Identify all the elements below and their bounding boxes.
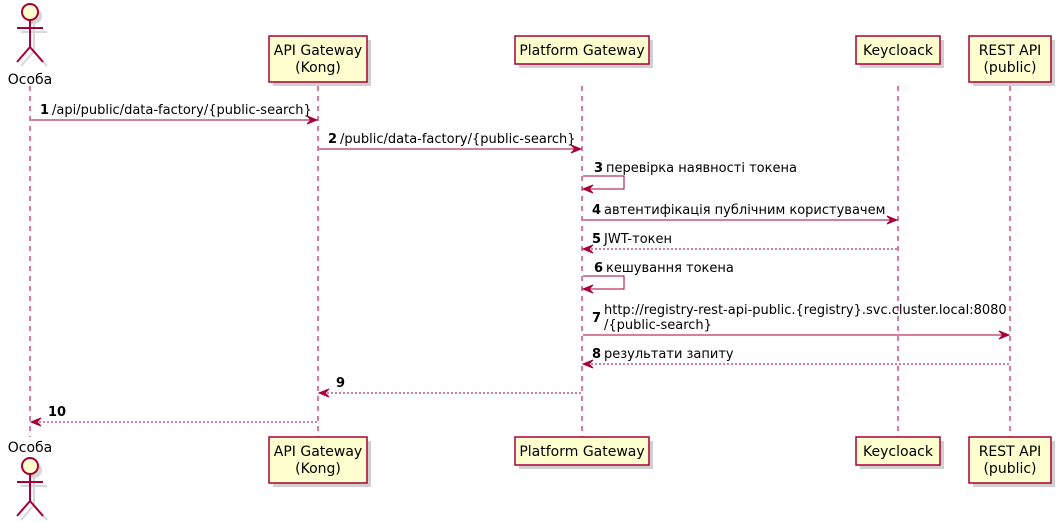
message-number: 5: [592, 232, 601, 247]
message-number: 9: [336, 376, 345, 391]
participant-box: [268, 436, 368, 484]
participant-label: REST API: [979, 43, 1042, 59]
participant-box: [968, 35, 1052, 83]
message-label: JWT-токен: [603, 232, 672, 247]
participant-platform-gateway-top: Platform Gateway: [514, 35, 653, 68]
actor-person-bottom: Особа: [8, 440, 53, 521]
message-2: 2/public/data-factory/{public-search}: [319, 132, 583, 154]
arrowhead: [581, 184, 594, 194]
actor-label: Особа: [8, 440, 53, 456]
arrowhead: [317, 388, 330, 398]
arrowhead: [306, 115, 319, 125]
actor-body: [16, 474, 44, 517]
actor-label: Особа: [8, 72, 53, 88]
participant-api-gateway-bottom: API Gateway(Kong): [268, 436, 371, 487]
message-label: кешування токена: [606, 261, 734, 276]
arrowhead: [581, 284, 594, 294]
message-number: 2: [328, 132, 337, 147]
participant-rest-api-top: REST API(public): [968, 35, 1055, 86]
participant-label: Platform Gateway: [519, 444, 644, 460]
participant-label: Platform Gateway: [519, 43, 644, 59]
participant-label: (Kong): [295, 60, 341, 76]
message-label: /public/data-factory/{public-search}: [340, 132, 576, 147]
message-7: 7http://registry-rest-api-public.{regist…: [583, 303, 1011, 340]
participant-box: [855, 436, 941, 466]
participant-api-gateway-top: API Gateway(Kong): [268, 35, 371, 86]
participant-box: [855, 35, 941, 65]
message-number: 1: [40, 103, 49, 118]
actor-person-top: Особа: [8, 3, 53, 88]
lifelines: [29, 86, 1011, 437]
message-1: 1/api/public/data-factory/{public-search…: [31, 103, 319, 125]
message-number: 7: [592, 311, 601, 326]
participant-platform-gateway-bottom: Platform Gateway: [514, 436, 653, 469]
arrowhead: [998, 330, 1011, 340]
arrowhead: [581, 359, 594, 369]
participant-box: [514, 436, 650, 466]
participant-box: [968, 436, 1052, 484]
message-label: /api/public/data-factory/{public-search}: [52, 103, 312, 118]
message-number: 4: [592, 203, 601, 218]
participant-box: [514, 35, 650, 65]
message-label: результати запиту: [604, 347, 734, 362]
actor-body: [16, 20, 44, 63]
actor-head: [21, 457, 39, 475]
message-10: 10: [29, 405, 317, 427]
message-number: 10: [48, 405, 66, 420]
participant-keycloack-bottom: Keycloack: [855, 436, 944, 469]
message-number: 6: [594, 261, 603, 276]
message-number: 8: [592, 347, 601, 362]
participant-label: API Gateway: [274, 43, 362, 59]
message-label: http://registry-rest-api-public.{registr…: [604, 303, 1007, 318]
participant-label: Keycloack: [863, 444, 934, 460]
participant-box: [268, 35, 368, 83]
arrowhead: [581, 244, 594, 254]
participant-rest-api-bottom: REST API(public): [968, 436, 1055, 487]
message-label: перевірка наявності токена: [606, 161, 797, 176]
arrowhead: [29, 417, 42, 427]
arrowhead: [886, 215, 899, 225]
participant-label: REST API: [979, 444, 1042, 460]
participant-label: (public): [983, 461, 1036, 477]
participant-label: (public): [983, 60, 1036, 76]
participant-label: (Kong): [295, 461, 341, 477]
message-label: /{public-search}: [604, 318, 712, 333]
messages: 1/api/public/data-factory/{public-search…: [29, 103, 1011, 427]
message-label: автентифікація публічним користувачем: [604, 203, 885, 218]
self-message-line: [583, 175, 625, 190]
self-message-line: [583, 275, 625, 290]
message-9: 9: [317, 376, 581, 398]
message-number: 3: [594, 161, 603, 176]
participant-label: API Gateway: [274, 444, 362, 460]
participant-keycloack-top: Keycloack: [855, 35, 944, 68]
actor-head: [21, 3, 39, 21]
arrowhead: [570, 144, 583, 154]
participant-label: Keycloack: [863, 43, 934, 59]
